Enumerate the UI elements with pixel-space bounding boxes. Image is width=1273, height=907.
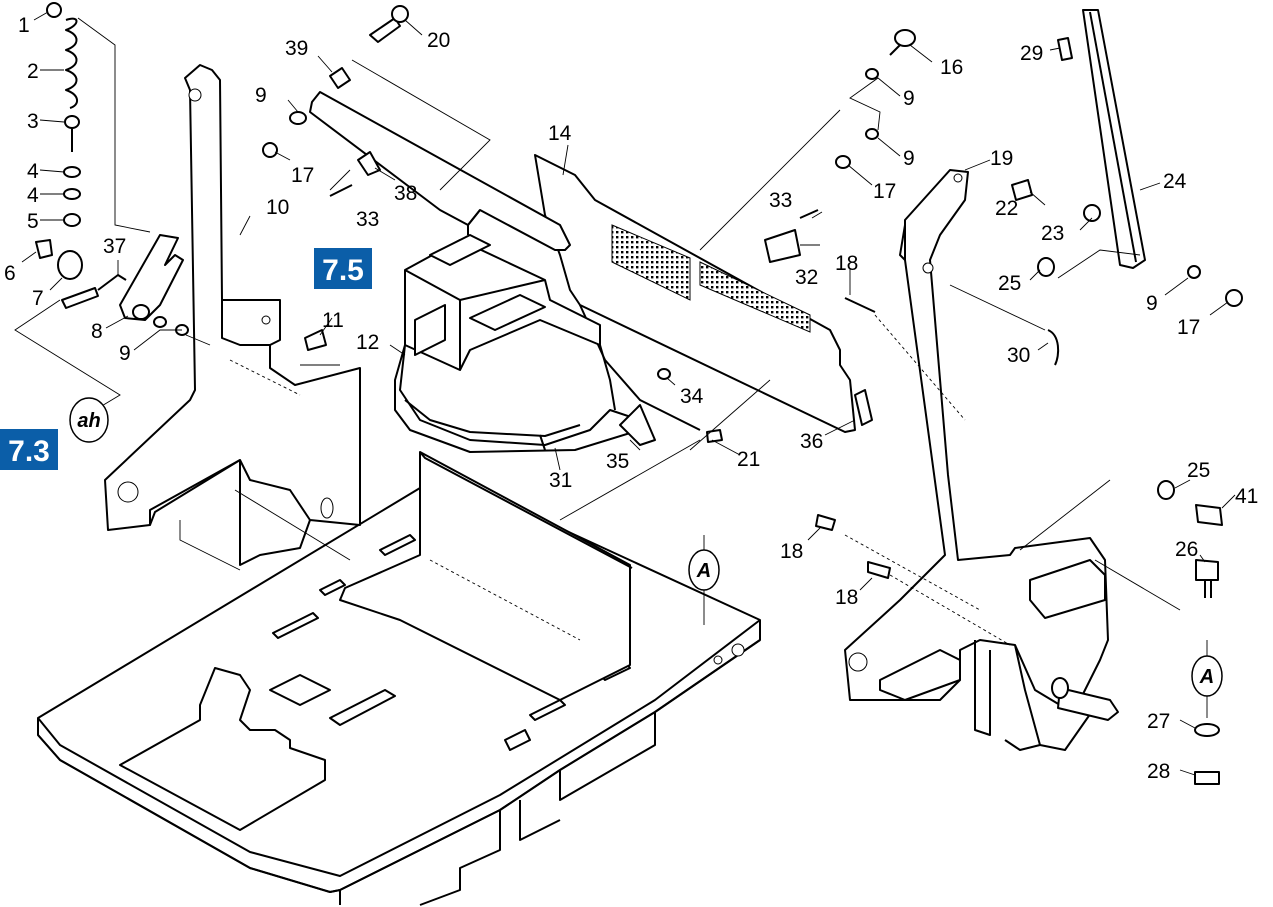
callout-22[interactable]: 22 <box>995 197 1018 220</box>
callout-9b[interactable]: 9 <box>255 84 267 107</box>
callout-17a[interactable]: 17 <box>291 164 314 187</box>
callout-labels: 1 2 3 4 4 5 6 7 8 9 9 9 9 9 10 11 12 14 … <box>4 14 1258 783</box>
reference-7-3-box <box>0 429 58 470</box>
top-strip <box>309 91 571 251</box>
callout-25b[interactable]: 25 <box>1187 459 1210 482</box>
callout-2[interactable]: 2 <box>27 60 39 83</box>
callout-37[interactable]: 37 <box>103 235 126 258</box>
marker-a-base[interactable]: A <box>688 549 720 591</box>
callout-7[interactable]: 7 <box>32 287 44 310</box>
leader-lines <box>14 11 1236 776</box>
marker-a-base-label: A <box>696 560 711 582</box>
callout-9c[interactable]: 9 <box>903 87 915 110</box>
callout-9a[interactable]: 9 <box>119 342 131 365</box>
marker-a-bolt[interactable]: A <box>1191 655 1223 697</box>
callout-9d[interactable]: 9 <box>903 147 915 170</box>
reference-7-3[interactable]: 7.3 <box>0 429 58 470</box>
callout-9e[interactable]: 9 <box>1146 292 1158 315</box>
callout-34[interactable]: 34 <box>680 385 704 408</box>
callout-33b[interactable]: 33 <box>769 189 792 212</box>
callout-17c[interactable]: 17 <box>1177 316 1200 339</box>
left-upright <box>104 64 361 566</box>
middle-panel <box>339 451 633 701</box>
marker-a-bolt-label: A <box>1199 666 1214 688</box>
callout-4b[interactable]: 4 <box>27 184 39 207</box>
reference-7-5[interactable]: 7.5 <box>314 248 372 289</box>
callout-38[interactable]: 38 <box>394 182 417 205</box>
callout-1[interactable]: 1 <box>18 14 30 37</box>
callout-4a[interactable]: 4 <box>27 160 39 183</box>
callout-21[interactable]: 21 <box>737 448 760 471</box>
callout-24[interactable]: 24 <box>1163 170 1187 193</box>
callout-18a[interactable]: 18 <box>835 252 858 275</box>
callout-12[interactable]: 12 <box>356 331 379 354</box>
reference-7-3-label: 7.3 <box>8 435 50 468</box>
callout-10[interactable]: 10 <box>266 196 289 219</box>
callout-29[interactable]: 29 <box>1020 42 1043 65</box>
callout-20[interactable]: 20 <box>427 29 450 52</box>
marker-ah[interactable]: ah <box>69 397 109 443</box>
callout-19[interactable]: 19 <box>990 147 1013 170</box>
top-hardware <box>262 5 916 579</box>
callout-39[interactable]: 39 <box>285 37 308 60</box>
callout-41[interactable]: 41 <box>1235 485 1258 508</box>
callout-16[interactable]: 16 <box>940 56 963 79</box>
right-upright <box>844 169 1119 751</box>
callout-33a[interactable]: 33 <box>356 208 379 231</box>
callout-6[interactable]: 6 <box>4 262 16 285</box>
callout-25a[interactable]: 25 <box>998 272 1021 295</box>
callout-3[interactable]: 3 <box>27 110 39 133</box>
box-bracket <box>394 234 641 453</box>
callout-35[interactable]: 35 <box>606 450 629 473</box>
callout-8[interactable]: 8 <box>91 320 103 343</box>
reference-7-5-label: 7.5 <box>322 254 364 287</box>
callout-14[interactable]: 14 <box>548 122 572 145</box>
reference-7-5-box <box>314 248 372 289</box>
callout-32[interactable]: 32 <box>795 266 818 289</box>
marker-ah-label: ah <box>77 410 100 432</box>
callout-26[interactable]: 26 <box>1175 538 1198 561</box>
callout-11[interactable]: 11 <box>322 309 344 332</box>
callout-28[interactable]: 28 <box>1147 760 1170 783</box>
callout-31[interactable]: 31 <box>549 469 572 492</box>
callout-27[interactable]: 27 <box>1147 710 1170 733</box>
callout-18c[interactable]: 18 <box>835 586 858 609</box>
left-hardware <box>35 2 189 336</box>
callout-18b[interactable]: 18 <box>780 540 803 563</box>
callout-30[interactable]: 30 <box>1007 344 1030 367</box>
callout-36[interactable]: 36 <box>800 430 823 453</box>
callout-5[interactable]: 5 <box>27 210 39 233</box>
base-frame <box>37 487 761 906</box>
callout-17b[interactable]: 17 <box>873 180 896 203</box>
right-hardware <box>1011 9 1243 785</box>
callout-23[interactable]: 23 <box>1041 222 1064 245</box>
back-panel <box>534 154 856 433</box>
